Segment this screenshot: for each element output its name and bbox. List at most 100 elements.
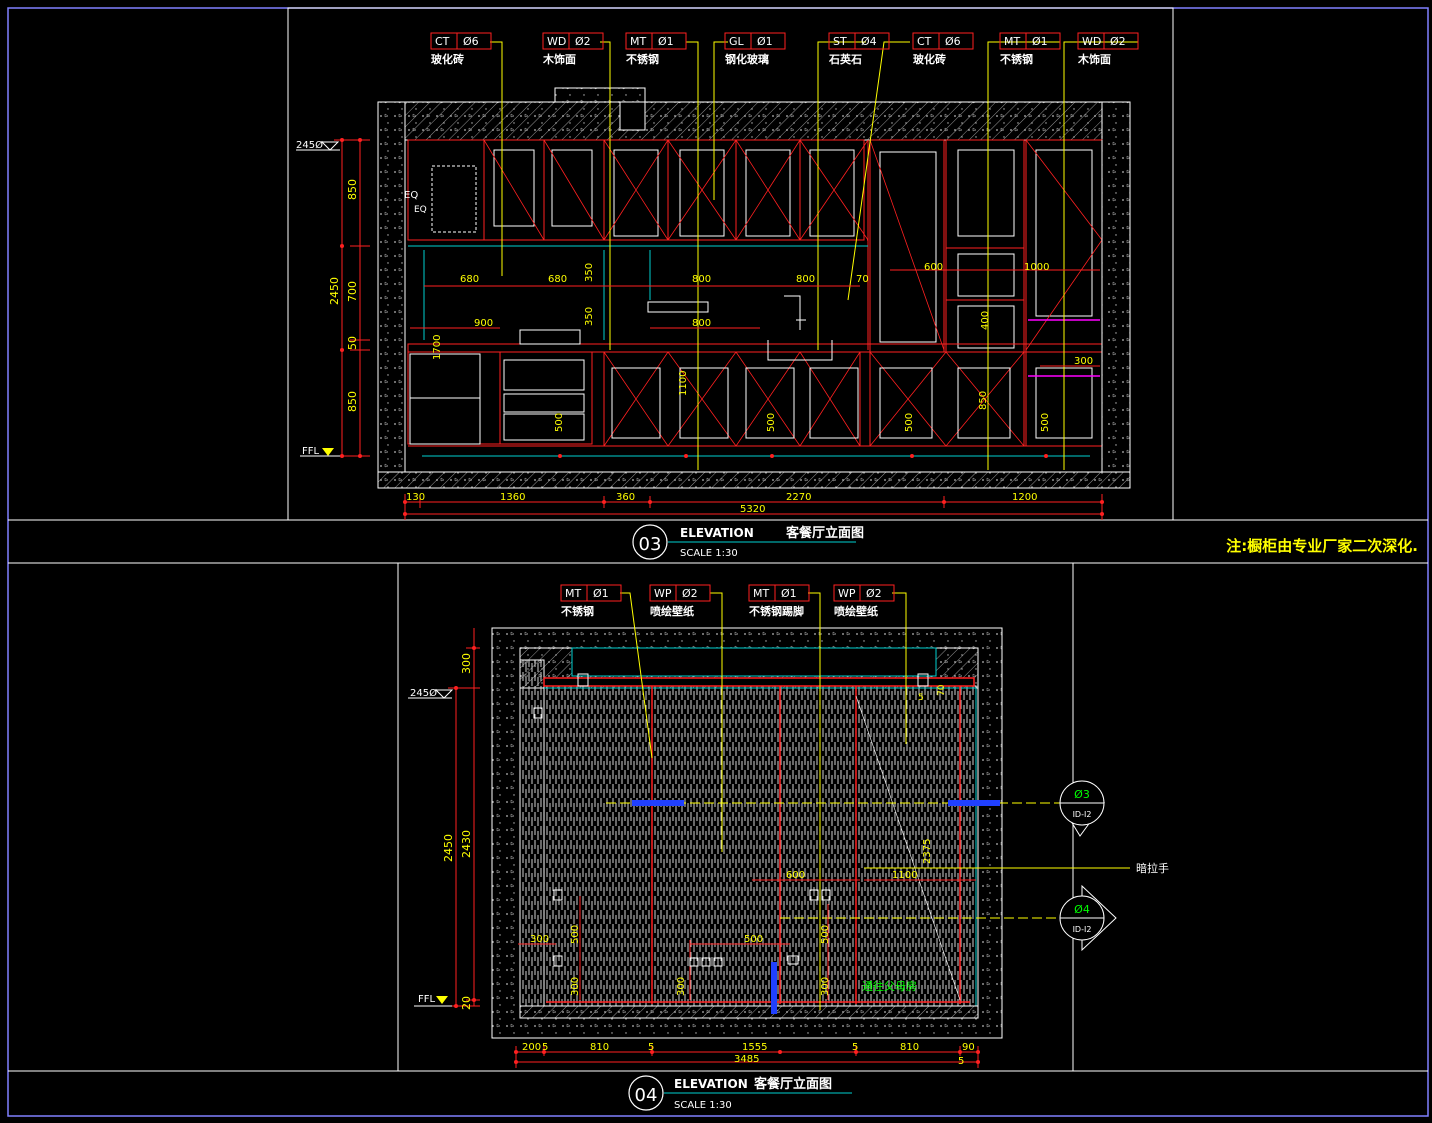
dim-500-b-04: 500 — [744, 934, 763, 945]
dim-360: 360 — [616, 492, 635, 503]
dim-500-a: 500 — [554, 413, 565, 432]
dim-5-a: 5 — [542, 1042, 548, 1053]
bottom-tag-code: MT — [565, 587, 581, 600]
eq-label: EQ — [404, 190, 418, 201]
dim-810-b: 810 — [900, 1042, 919, 1053]
section-marker-03: Ø3 ID-I2 — [1059, 780, 1105, 837]
dim-1000: 1000 — [1024, 262, 1049, 273]
dim-500-c: 500 — [904, 413, 915, 432]
dim-810-a: 810 — [590, 1042, 609, 1053]
dim-130: 130 — [406, 492, 425, 503]
dim-1555: 1555 — [742, 1042, 767, 1053]
top-tag-code: MT — [630, 35, 646, 48]
top-tag-code: WD — [547, 35, 566, 48]
dim-5-c: 5 — [852, 1042, 858, 1053]
note-cabinet: 注:橱柜由专业厂家二次深化. — [1226, 537, 1418, 555]
dim-600-04: 600 — [786, 870, 805, 881]
dim-850-lower: 850 — [346, 391, 359, 412]
bottom-tag-label: 喷绘壁纸 — [834, 604, 878, 618]
title-cn-03: 客餐厅立面图 — [786, 525, 864, 541]
dim-500-d: 500 — [1040, 413, 1051, 432]
bottom-tag-leaders — [620, 592, 1130, 1010]
dim-5-top: 5 — [918, 693, 924, 703]
bottom-tag-code: MT — [753, 587, 769, 600]
dim-800-c: 800 — [692, 318, 711, 329]
title-block-04: 04 ELEVATION 客餐厅立面图 SCALE 1:30 — [628, 1075, 852, 1111]
marker-04-id: Ø4 — [1074, 903, 1090, 916]
top-tag-code: CT — [917, 35, 932, 48]
dim-total-tail-5: 5 — [958, 1056, 964, 1067]
top-tag-num: Ø1 — [658, 35, 674, 48]
top-tag-code: GL — [729, 35, 745, 48]
top-tag-code: CT — [435, 35, 450, 48]
top-tag-num: Ø6 — [463, 35, 479, 48]
sheet-frame — [7, 7, 1429, 1117]
dim-20: 20 — [460, 996, 473, 1010]
dim-900: 900 — [474, 318, 493, 329]
scale-04: SCALE 1:30 — [674, 1100, 732, 1111]
level-top-label-04: 245Ø — [410, 687, 437, 699]
top-tag-label: 石英石 — [828, 52, 862, 66]
room-label-parents: 通往父母房 — [862, 979, 917, 993]
marker-04-ref: ID-I2 — [1073, 925, 1092, 934]
eq-label-2: EQ — [414, 205, 427, 215]
dim-1100: 1100 — [678, 371, 689, 396]
top-tag-label: 玻化砖 — [913, 52, 946, 66]
dim-2375: 2375 — [922, 839, 933, 864]
dim-300-a: 300 — [530, 934, 549, 945]
bottom-tag-num: Ø1 — [781, 587, 797, 600]
top-tag-num: Ø4 — [861, 35, 877, 48]
upper-cabinets — [407, 139, 869, 350]
dim-400: 400 — [980, 311, 991, 330]
dim-1700: 1700 — [432, 335, 443, 360]
dim-500-a-04: 500 — [570, 925, 581, 944]
bottom-tag-num: Ø1 — [593, 587, 609, 600]
bottom-tag-code: WP — [838, 587, 856, 600]
dim-600: 600 — [924, 262, 943, 273]
dim-300-top: 300 — [460, 653, 473, 674]
top-tag-code: WD — [1082, 35, 1101, 48]
dim-200: 200 — [522, 1042, 541, 1053]
top-tag-code: MT — [1004, 35, 1020, 48]
dim-350-b: 350 — [584, 307, 595, 326]
dim-350-a: 350 — [584, 263, 595, 282]
drawing-number-03: 03 — [639, 534, 662, 555]
level-floor-label-04: FFL — [418, 994, 436, 1005]
dim-800-a: 800 — [692, 274, 711, 285]
annotation-hidden-handle: 暗拉手 — [1136, 861, 1169, 875]
top-tag-label: 钢化玻璃 — [725, 52, 769, 66]
dim-1200: 1200 — [1012, 492, 1037, 503]
bottom-dimensions: 300 2450 2430 20 200 5 810 5 1555 5 810 … — [442, 653, 975, 1067]
level-top-label: 245Ø — [296, 139, 323, 151]
dim-680-a: 680 — [460, 274, 479, 285]
dim-total-5320: 5320 — [740, 504, 765, 515]
top-tag-0: CT Ø6 玻化砖 — [430, 32, 492, 66]
bottom-level-markers: 245Ø FFL — [408, 687, 454, 1007]
bottom-tag-label: 不锈钢踢脚 — [749, 604, 804, 618]
dim-300-c: 300 — [676, 977, 687, 996]
top-tag-num: Ø2 — [1110, 35, 1126, 48]
dim-total-3485: 3485 — [734, 1054, 759, 1065]
dim-1360: 1360 — [500, 492, 525, 503]
top-tag-label: 木饰面 — [1077, 52, 1111, 66]
top-tag-label: 玻化砖 — [431, 52, 464, 66]
dim-70-04: 70 — [937, 684, 947, 696]
dim-2430: 2430 — [460, 830, 473, 858]
top-tag-label: 不锈钢 — [626, 52, 659, 66]
title-block-03: 03 ELEVATION 客餐厅立面图 SCALE 1:30 — [632, 524, 864, 560]
dim-300: 300 — [1074, 356, 1093, 367]
dim-90: 90 — [962, 1042, 975, 1053]
title-cn-04: 客餐厅立面图 — [754, 1076, 832, 1092]
dim-2450-04: 2450 — [442, 834, 455, 862]
marker-03-id: Ø3 — [1074, 788, 1090, 801]
drawing-number-04: 04 — [635, 1085, 658, 1106]
top-tag-label: 木饰面 — [542, 52, 576, 66]
title-en-04: ELEVATION — [674, 1077, 748, 1091]
